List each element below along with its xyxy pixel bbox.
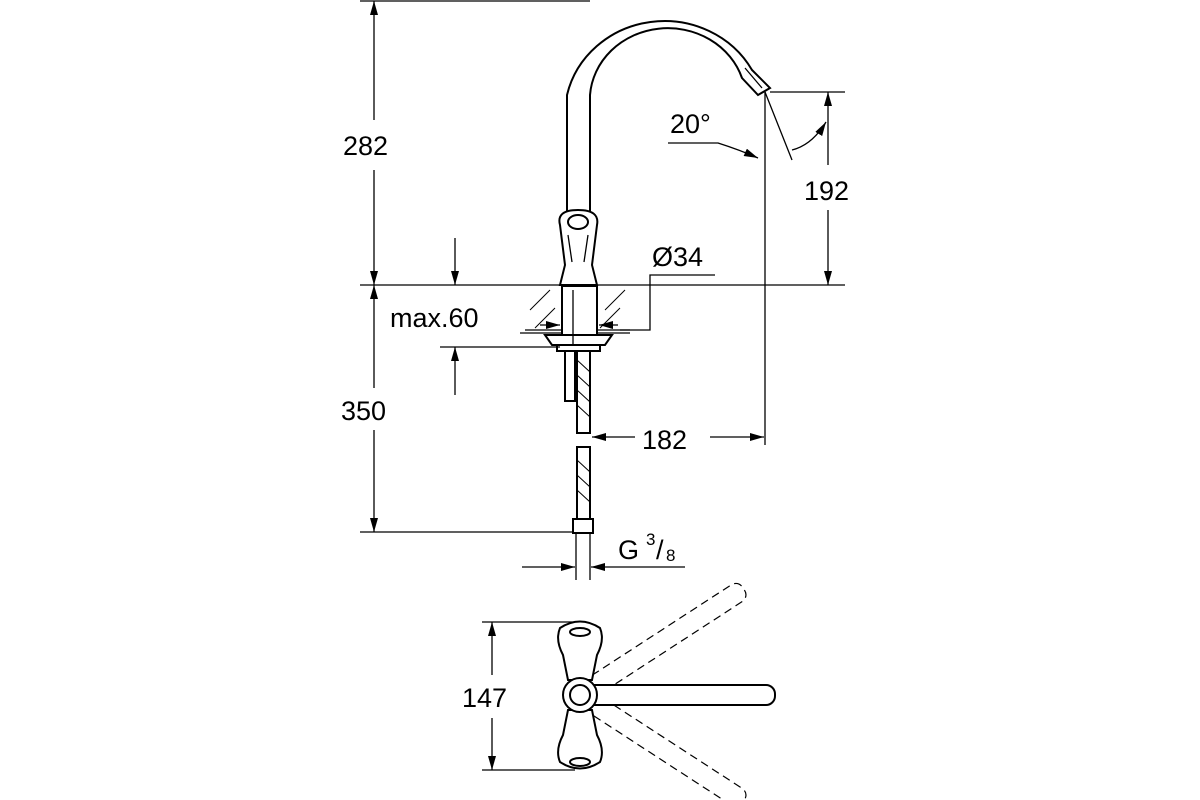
dimension-350: 350 (341, 285, 386, 532)
spout (566, 20, 772, 216)
label-350: 350 (341, 396, 386, 426)
label-192: 192 (804, 176, 849, 206)
label-g: G (618, 535, 639, 565)
label-182: 182 (642, 425, 687, 455)
label-147: 147 (462, 683, 507, 713)
hose (564, 350, 594, 580)
label-max-60: max.60 (390, 303, 479, 333)
label-282: 282 (343, 131, 388, 161)
dimension-connection: G 3 / 8 (522, 530, 685, 571)
dimension-182: 182 (592, 425, 764, 455)
top-view: 147 (462, 582, 776, 800)
label-numerator: 3 (646, 530, 655, 549)
dimension-282: 282 (343, 1, 388, 285)
fraction-slash: / (656, 535, 664, 565)
label-denominator: 8 (666, 546, 675, 565)
dimension-max-60: max.60 (390, 238, 560, 395)
dimension-diameter: Ø34 (620, 242, 715, 331)
label-20-degrees: 20° (670, 109, 711, 139)
dimension-angle: 20° (668, 91, 827, 161)
label-diameter-34: Ø34 (652, 242, 703, 272)
dimension-192: 192 (804, 92, 849, 285)
worktop-section (520, 285, 630, 352)
reference-lines (360, 0, 845, 533)
faucet-body (558, 208, 599, 286)
